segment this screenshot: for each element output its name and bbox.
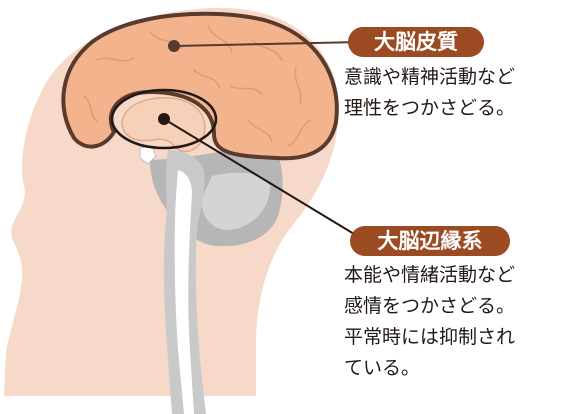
description-line: 本能や情緒活動など	[344, 264, 516, 286]
description-line: 理性をつかさどる。	[344, 97, 516, 119]
limbic-outline	[110, 88, 218, 150]
cortex-leader	[173, 41, 363, 47]
limbic-system-description: 本能や情緒活動など 感情をつかさどる。 平常時には抑制され ている。	[344, 260, 515, 384]
cerebral-cortex-description: 意識や精神活動など 理性をつかさどる。	[344, 62, 515, 124]
cerebral-cortex-label: 大脳皮質	[348, 27, 484, 57]
description-line: ている。	[344, 357, 421, 379]
limbic-system-label: 大脳辺縁系	[350, 226, 510, 256]
spinal-cord	[174, 170, 194, 414]
description-line: 意識や精神活動など	[344, 66, 516, 88]
cerebral-cortex	[61, 11, 339, 161]
description-line: 感情をつかさどる。	[344, 295, 516, 317]
cerebellum-highlight	[201, 172, 270, 230]
cortex-gyri	[83, 25, 311, 147]
description-line: 平常時には抑制され	[344, 326, 516, 348]
limbic-marker	[158, 113, 170, 125]
cortex-marker	[168, 40, 180, 52]
limbic-leader	[163, 118, 365, 241]
